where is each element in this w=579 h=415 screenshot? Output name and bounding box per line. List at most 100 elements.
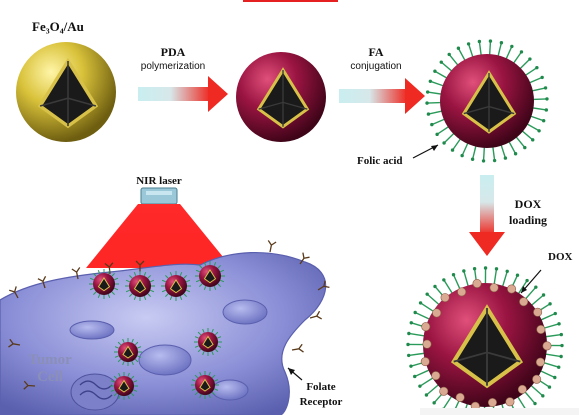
tumor-cell <box>0 240 330 415</box>
dox-molecule <box>507 284 517 294</box>
internalized-nanoparticle <box>191 371 219 399</box>
folic-acid-ligand <box>436 125 450 135</box>
dox-molecule <box>542 341 552 351</box>
folic-acid-ligand-tip <box>531 138 535 142</box>
folic-acid-ligand-tip <box>442 141 446 145</box>
folic-acid-ligand <box>530 115 544 122</box>
dox-molecule <box>420 357 430 367</box>
folic-acid-ligand-tip <box>426 112 431 116</box>
dox-molecule <box>536 324 546 334</box>
dox-molecule <box>519 297 529 307</box>
folic-acid-ligand-tip <box>447 52 451 57</box>
dox-molecule <box>432 308 442 318</box>
nir-laser-device <box>140 187 178 205</box>
folic-acid-ligand-tip <box>430 122 434 127</box>
folate-receptor-label-line1: Folate <box>306 381 336 393</box>
folic-acid-ligand <box>492 146 496 161</box>
bottom-strip <box>420 408 579 415</box>
arrow-fa-conjugation <box>339 78 425 114</box>
folic-acid-ligand-tip <box>513 152 518 156</box>
folic-acid-ligand-tip <box>481 159 486 163</box>
folic-acid-ligand-tip <box>541 394 545 398</box>
folic-acid-ligand-tip <box>525 278 529 283</box>
folic-acid-ligand <box>540 370 556 379</box>
folic-acid-ligand-tip <box>494 267 499 271</box>
folic-acid-ligand-tip <box>537 129 541 133</box>
folic-acid-ligand <box>531 87 546 92</box>
folic-acid-ligand-tip <box>407 353 411 358</box>
folic-acid-ligand <box>497 42 503 57</box>
folic-acid-ligand <box>526 123 540 132</box>
folic-acid-ligand-tip <box>462 269 466 273</box>
dox-molecule <box>439 386 449 396</box>
folic-acid-ligand <box>505 46 513 60</box>
folic-acid-ligand-tip <box>559 332 563 337</box>
folic-acid-ligand-tip <box>428 79 433 83</box>
folic-acid-ligand <box>408 352 425 357</box>
folate-receptor <box>291 343 304 353</box>
dox-molecule <box>421 322 431 332</box>
folic-acid-ligand <box>442 395 453 410</box>
folate-receptor <box>8 338 21 348</box>
folic-acid-ligand-tip <box>488 39 493 43</box>
folic-acid-ligand <box>517 396 527 411</box>
folic-acid-ligand-tip <box>560 343 564 348</box>
red-underline <box>243 0 338 2</box>
folic-acid-ligand-tip <box>559 354 563 359</box>
dox-molecule <box>533 307 543 317</box>
folic-acid-ligand-tip <box>492 158 497 163</box>
folic-acid-ligand-tip <box>470 157 475 161</box>
dox-molecule <box>457 287 467 297</box>
folic-acid-ligand-tip <box>439 60 443 64</box>
dox-molecule <box>422 339 432 349</box>
folic-acid-ligand-tip <box>433 284 437 289</box>
folic-acid-ligand <box>420 302 435 313</box>
folic-acid-label: Folic acid <box>357 155 403 167</box>
folic-acid-ligand <box>545 333 562 338</box>
dox-loading-sub-label: loading <box>508 213 548 227</box>
folic-acid-ligand-tip <box>413 374 417 379</box>
fe3o4-au-nanoparticle <box>16 42 116 142</box>
folic-acid-ligand <box>515 136 526 149</box>
folic-acid-ligand <box>543 323 560 329</box>
folic-acid-ligand-tip <box>433 69 437 73</box>
folic-acid-ligand <box>414 369 430 378</box>
folic-acid-ligand <box>443 279 453 294</box>
folic-acid-ligand <box>428 110 443 115</box>
folic-acid-ligand-tip <box>553 375 557 380</box>
pda-coated-nanoparticle <box>236 52 326 142</box>
dox-molecule <box>535 357 545 367</box>
dox-loaded-nanoparticle <box>406 266 564 415</box>
folic-acid-ligand <box>521 130 534 141</box>
folate-receptor <box>267 240 277 253</box>
folic-acid-ligand <box>478 41 482 56</box>
folic-acid-ligand <box>461 142 469 156</box>
core-label: Fe₃O₄/Au <box>32 19 84 34</box>
folic-acid-ligand-tip <box>541 293 546 297</box>
folic-acid-ligand <box>508 141 517 155</box>
folic-acid-ligand <box>443 132 455 144</box>
folic-acid-ligand-tip <box>418 301 423 305</box>
folic-acid-ligand-tip <box>519 50 524 54</box>
folic-acid-ligand-tip <box>425 101 429 105</box>
folic-acid-ligand <box>530 294 545 306</box>
folic-acid-ligand <box>482 146 486 161</box>
fa-conjugated-nanoparticle <box>425 39 549 163</box>
folic-acid-ligand-tip <box>450 148 455 152</box>
fa-label: FA <box>368 45 384 59</box>
folic-acid-ligand-tip <box>418 384 422 388</box>
folic-acid-ligand-tip <box>541 119 546 123</box>
folic-acid-ligand-tip <box>435 132 439 137</box>
folate-receptor <box>37 276 47 289</box>
folic-acid-ligand <box>408 332 425 337</box>
folic-acid-ligand <box>425 384 440 396</box>
dox-molecule <box>487 398 497 408</box>
dox-molecule <box>440 293 450 303</box>
folic-acid-ligand-tip <box>456 46 461 50</box>
folic-acid-ligand-tip <box>534 285 538 289</box>
folic-acid-ligand-tip <box>548 302 552 306</box>
folic-acid-ligand <box>501 271 508 287</box>
dox-molecule <box>455 392 465 402</box>
folic-acid-ligand-tip <box>515 273 520 277</box>
folic-acid-ligand <box>434 70 448 79</box>
